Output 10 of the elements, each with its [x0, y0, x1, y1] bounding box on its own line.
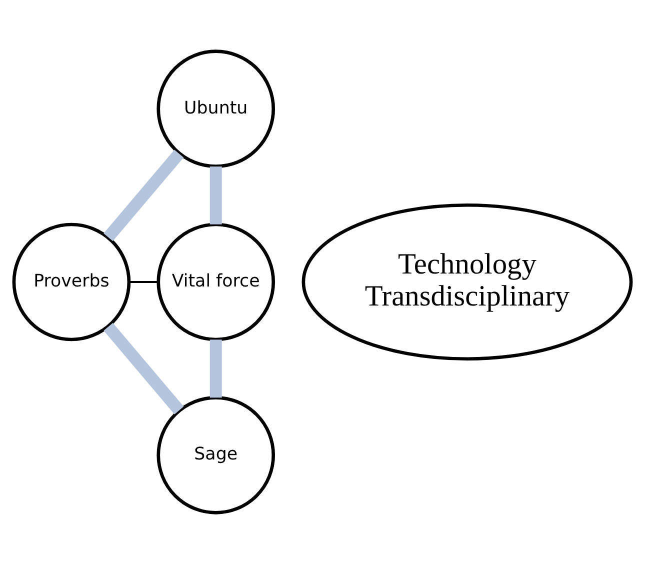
node-circle: Vital force	[156, 222, 276, 341]
connector	[104, 149, 184, 241]
node-circle: Ubuntu	[156, 49, 276, 168]
node-circle: Proverbs	[12, 222, 131, 341]
node-circle: Sage	[156, 395, 276, 514]
node-ellipse: Technology Transdisciplinary	[302, 202, 633, 360]
connector	[104, 322, 184, 414]
connector	[129, 280, 158, 282]
connector	[210, 339, 222, 398]
connector	[210, 166, 222, 224]
